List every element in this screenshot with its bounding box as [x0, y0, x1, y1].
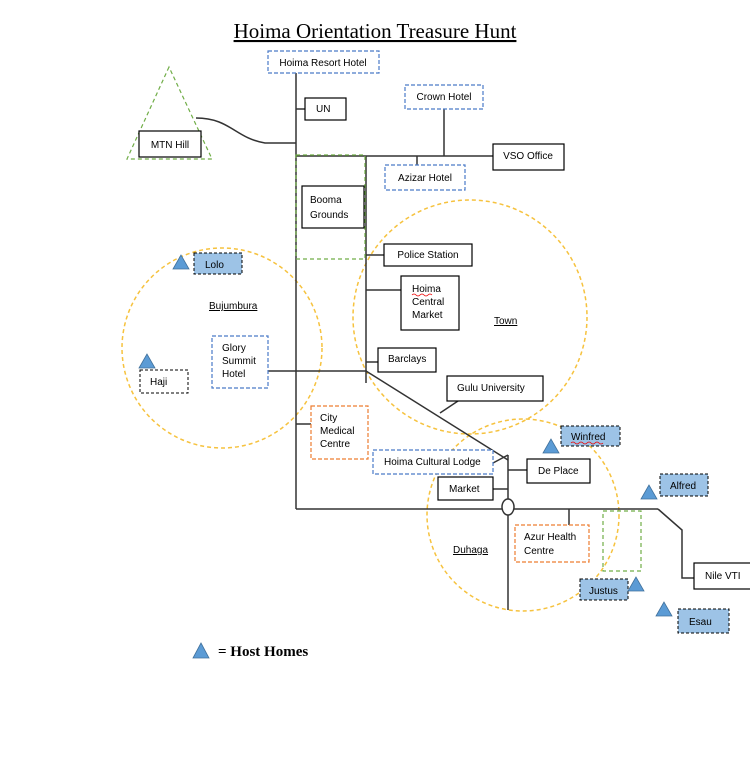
azur-health-centre: Azur Health Centre — [514, 524, 590, 563]
svg-text:Centre: Centre — [524, 546, 554, 557]
svg-text:Azur Health: Azur Health — [524, 532, 576, 543]
svg-text:Hotel: Hotel — [222, 369, 245, 380]
nile-vti: Nile VTI — [693, 562, 750, 590]
svg-text:Grounds: Grounds — [310, 210, 348, 221]
town-area — [352, 199, 588, 435]
crown-hotel: Crown Hotel — [404, 84, 484, 110]
area-circles — [121, 199, 620, 612]
svg-text:Market: Market — [412, 310, 443, 321]
host-home-justus: Justus — [579, 576, 645, 601]
svg-text:Justus: Justus — [589, 586, 618, 597]
mtn-hill-triangle — [126, 65, 213, 160]
host-home-alfred: Alfred — [640, 473, 709, 500]
roundabout — [501, 498, 515, 516]
svg-text:VSO Office: VSO Office — [503, 151, 553, 162]
hoima-cultural-lodge: Hoima Cultural Lodge — [372, 449, 494, 475]
un: UN — [304, 97, 347, 121]
svg-text:Hoima Resort Hotel: Hoima Resort Hotel — [279, 58, 366, 69]
svg-text:Azizar Hotel: Azizar Hotel — [398, 173, 452, 184]
svg-text:Crown Hotel: Crown Hotel — [416, 92, 471, 103]
hoima-central-market: Hoima Central Market — [400, 275, 460, 331]
map-title: Hoima Orientation Treasure Hunt — [234, 19, 517, 43]
svg-text:MTN Hill: MTN Hill — [151, 140, 189, 151]
svg-text:Nile VTI: Nile VTI — [705, 571, 741, 582]
svg-text:UN: UN — [316, 104, 330, 115]
svg-text:Medical: Medical — [320, 426, 354, 437]
legend: = Host Homes — [192, 642, 308, 660]
bujumbura-label: Bujumbura — [209, 301, 258, 312]
glory-summit-hotel: Glory Summit Hotel — [211, 335, 269, 389]
booma-grounds-area — [295, 154, 366, 260]
city-medical-centre: City Medical Centre — [310, 405, 369, 460]
town-label: Town — [494, 316, 517, 327]
svg-text:Booma: Booma — [310, 195, 342, 206]
host-home-winfred: Winfred — [542, 425, 621, 454]
svg-text:Summit: Summit — [222, 356, 256, 367]
duhaga-green-area — [602, 510, 642, 572]
gulu-university: Gulu University — [446, 375, 544, 402]
host-home-lolo: Lolo — [172, 252, 243, 275]
market: Market — [437, 476, 494, 501]
svg-text:Market: Market — [449, 484, 480, 495]
svg-text:Hoima Cultural Lodge: Hoima Cultural Lodge — [384, 457, 481, 468]
booma-grounds: Booma Grounds — [301, 185, 365, 229]
svg-text:Winfred: Winfred — [571, 432, 605, 443]
police-station: Police Station — [383, 243, 473, 267]
svg-text:Gulu University: Gulu University — [457, 383, 525, 394]
svg-text:Barclays: Barclays — [388, 354, 426, 365]
svg-text:Glory: Glory — [222, 343, 246, 354]
svg-text:Police Station: Police Station — [397, 250, 458, 261]
svg-text:Lolo: Lolo — [205, 260, 224, 271]
azizar-hotel: Azizar Hotel — [384, 164, 466, 191]
vso-office: VSO Office — [492, 143, 565, 171]
svg-text:Central: Central — [412, 297, 444, 308]
svg-text:Esau: Esau — [689, 617, 712, 628]
svg-text:Centre: Centre — [320, 439, 350, 450]
host-home-esau: Esau — [655, 601, 730, 634]
hoima-resort-hotel: Hoima Resort Hotel — [267, 50, 380, 74]
svg-text:Haji: Haji — [150, 377, 167, 388]
legend-label: = Host Homes — [218, 644, 308, 660]
duhaga-area — [426, 418, 620, 612]
bujumbura-area — [121, 247, 323, 449]
svg-text:City: City — [320, 413, 337, 424]
roads — [195, 73, 694, 610]
barclays: Barclays — [377, 347, 437, 373]
de-place: De Place — [526, 458, 591, 484]
host-home-haji: Haji — [138, 353, 189, 394]
svg-text:Hoima: Hoima — [412, 284, 441, 295]
mtn-hill: MTN Hill — [138, 130, 202, 158]
svg-text:De Place: De Place — [538, 466, 579, 477]
legend-triangle-icon — [192, 642, 210, 659]
duhaga-label: Duhaga — [453, 545, 488, 556]
svg-text:Alfred: Alfred — [670, 481, 696, 492]
